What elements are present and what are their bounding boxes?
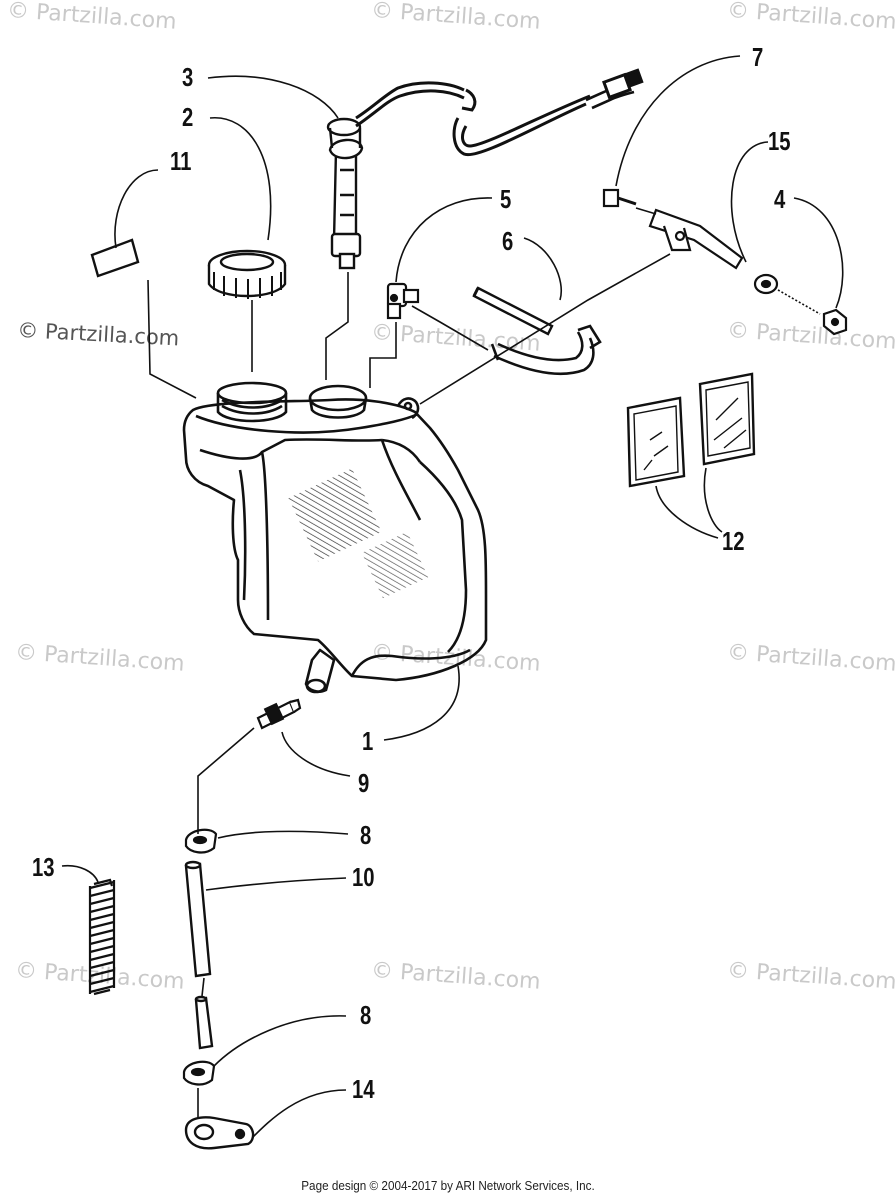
- decal-front: [626, 396, 686, 488]
- callout-11[interactable]: 11: [170, 146, 192, 176]
- copyright-footer: Page design © 2004-2017 by ARI Network S…: [301, 1178, 595, 1193]
- callout-8-upper[interactable]: 8: [360, 820, 372, 850]
- vent-tube: [472, 286, 554, 336]
- callout-15[interactable]: 15: [768, 126, 791, 156]
- flat-washer: [753, 273, 779, 295]
- callout-13[interactable]: 13: [32, 852, 55, 882]
- elbow-fitting: [386, 282, 420, 320]
- callout-1[interactable]: 1: [362, 726, 374, 756]
- sensor-harness: [355, 68, 644, 157]
- callout-14[interactable]: 14: [352, 1074, 375, 1104]
- callout-10[interactable]: 10: [352, 862, 375, 892]
- callout-2[interactable]: 2: [182, 102, 194, 132]
- leader-lines: [61, 55, 844, 1139]
- callout-4[interactable]: 4: [774, 184, 786, 214]
- hose-clamp-lower: [182, 1060, 216, 1086]
- callout-3[interactable]: 3: [182, 62, 194, 92]
- oil-line: [184, 860, 214, 1050]
- mount-bolt: [602, 188, 637, 208]
- p-clamp: [184, 1116, 255, 1150]
- mount-bracket: [648, 208, 744, 270]
- oil-tank: [182, 381, 488, 694]
- spring: [88, 878, 116, 996]
- vent-tube-end: [472, 287, 480, 297]
- callout-12[interactable]: 12: [722, 526, 745, 556]
- barbed-fitting: [256, 698, 302, 730]
- tank-shading: [288, 468, 382, 562]
- callout-5[interactable]: 5: [500, 184, 512, 214]
- filler-cap: [207, 249, 287, 299]
- vent-hose: [490, 324, 602, 375]
- decal-rear: [698, 372, 756, 466]
- lock-nut: [822, 308, 848, 336]
- callout-9[interactable]: 9: [358, 768, 370, 798]
- hose-clamp-upper: [184, 828, 218, 854]
- callout-8-lower[interactable]: 8: [360, 1000, 372, 1030]
- callout-6[interactable]: 6: [502, 226, 514, 256]
- level-sensor: [326, 117, 364, 270]
- callout-7[interactable]: 7: [752, 42, 764, 72]
- grommet: [90, 238, 140, 278]
- tank-shading: [361, 531, 429, 599]
